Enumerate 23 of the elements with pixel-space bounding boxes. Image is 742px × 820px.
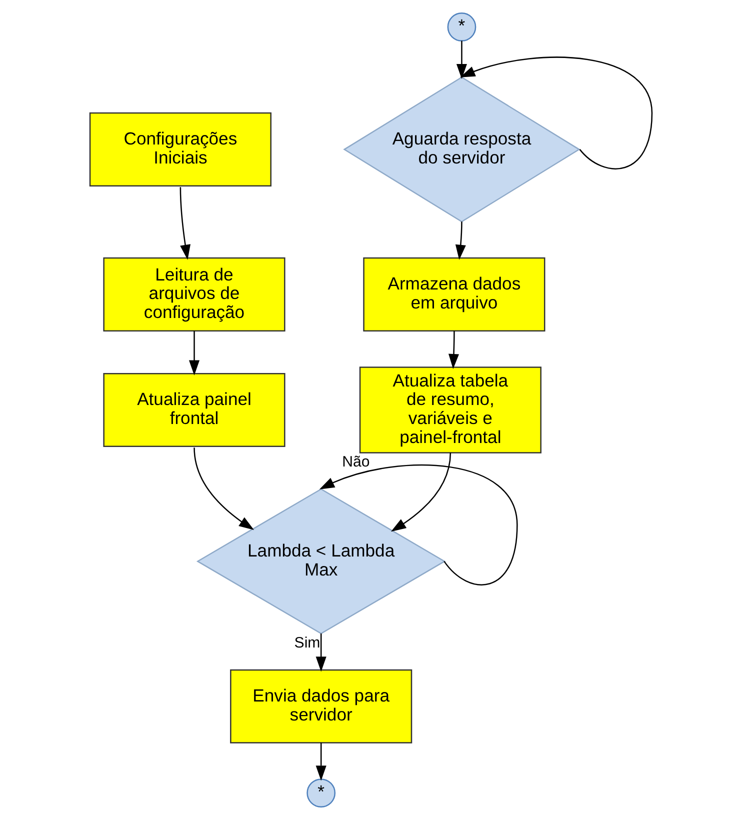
node-box: Leitura de arquivos de configuração — [103, 257, 286, 332]
node-circle: * — [306, 778, 336, 808]
node-box: Envia dados para servidor — [230, 669, 412, 744]
arrow — [455, 222, 466, 260]
arrow — [319, 464, 518, 586]
node-diamond: Lambda < Lambda Max — [196, 488, 446, 634]
arrow — [456, 40, 467, 80]
edge-label: Não — [342, 453, 370, 470]
arrow — [180, 187, 190, 260]
arrow — [316, 634, 326, 672]
node-diamond: Aguarda resposta do servidor — [343, 76, 580, 222]
arrow — [390, 452, 452, 532]
node-box: Armazena dados em arquivo — [363, 257, 546, 332]
arrow — [316, 742, 326, 781]
node-box: Atualiza tabela de resumo, variáveis e painel-frontal — [359, 366, 542, 454]
node-box: Configurações Iniciais — [89, 112, 272, 186]
arrow — [460, 56, 653, 170]
node-circle: * — [447, 12, 476, 42]
arrow — [448, 330, 460, 370]
arrow — [188, 330, 200, 376]
node-box: Atualiza painel frontal — [103, 372, 286, 448]
arrow — [194, 448, 254, 530]
edge-label: Sim — [294, 634, 320, 652]
